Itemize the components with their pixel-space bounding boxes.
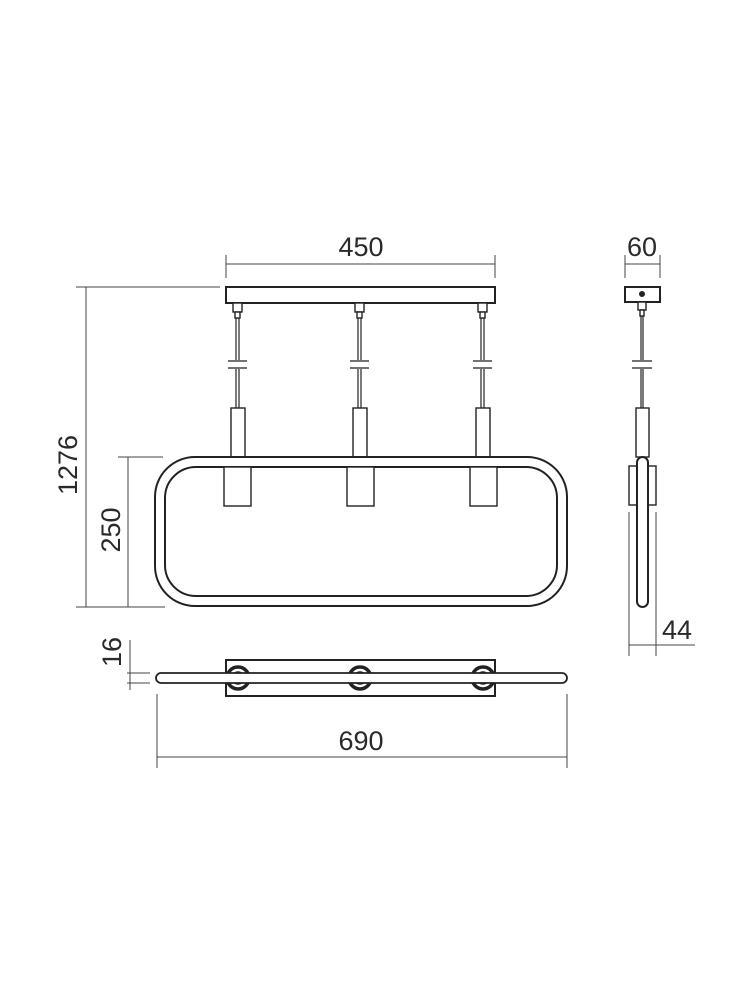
- overall-width-label: 690: [338, 726, 383, 756]
- side-view: 60 44: [624, 232, 695, 656]
- canopy: [225, 286, 496, 304]
- ring-height-label: 250: [96, 507, 126, 552]
- dimension-canopy-depth: 60: [624, 232, 661, 278]
- side-ring: [636, 456, 649, 608]
- dimension-ring-depth: 44: [628, 512, 695, 656]
- top-view: 16 690: [97, 637, 568, 768]
- canopy-depth-label: 60: [627, 232, 657, 262]
- top-ring: [155, 672, 568, 684]
- canopy-width-label: 450: [338, 232, 383, 262]
- spotlight-1: [223, 466, 252, 507]
- suspension-cable-2: [350, 302, 369, 458]
- dimension-total-height: 1276: [53, 286, 220, 608]
- suspension-cable-1: [228, 302, 247, 458]
- side-spot-holder: [635, 407, 650, 458]
- side-canopy-screw: [639, 291, 645, 297]
- dimension-overall-width: 690: [156, 694, 568, 768]
- suspension-cable-3: [473, 302, 492, 458]
- dimension-canopy-width: 450: [225, 232, 496, 278]
- spotlight-2: [346, 466, 375, 507]
- dimension-ring-thickness: 16: [97, 637, 150, 690]
- dimension-ring-height: 250: [96, 456, 163, 607]
- total-height-label: 1276: [53, 435, 83, 495]
- front-view: 450: [53, 232, 568, 608]
- spotlight-3: [469, 466, 498, 507]
- ring-thickness-label: 16: [97, 637, 127, 667]
- ring-depth-label: 44: [662, 615, 692, 645]
